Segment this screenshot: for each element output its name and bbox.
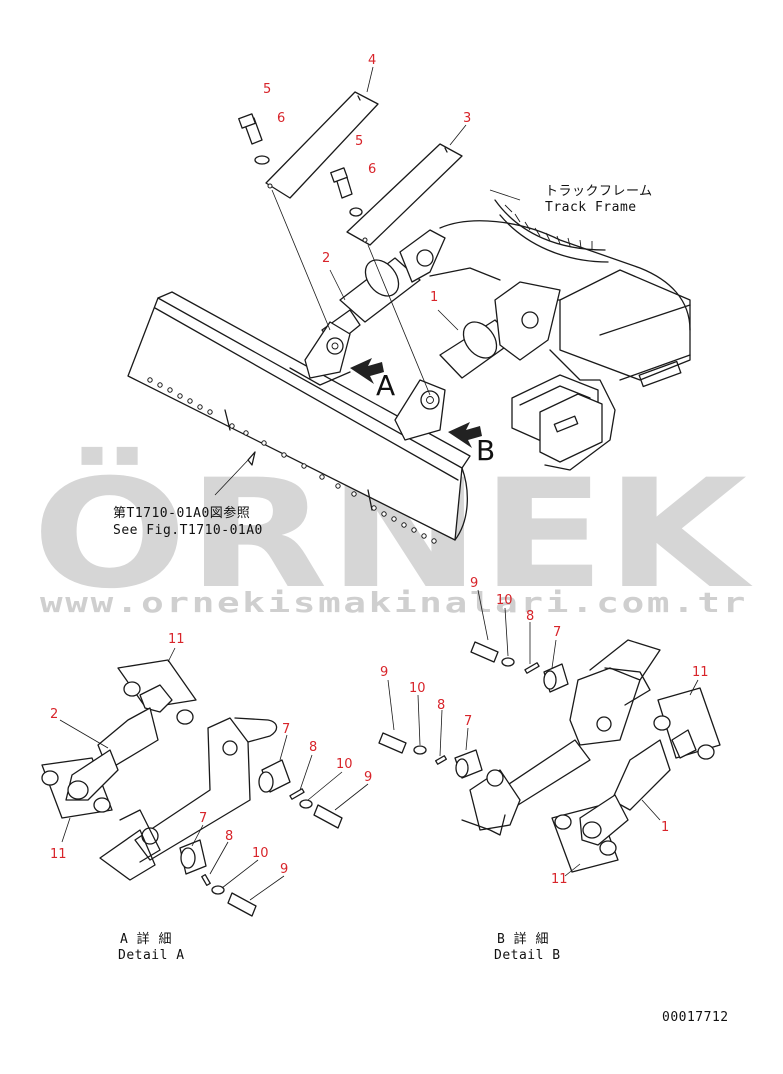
detail-a-caption-en: Detail A (118, 948, 185, 963)
callout-a-10-lower: 10 (252, 846, 269, 861)
callout-b-10-lower: 10 (409, 681, 426, 696)
leader-lines-main (214, 66, 521, 496)
callout-a-8-upper: 8 (309, 740, 317, 755)
callout-b-7-lower: 7 (464, 714, 472, 729)
detail-b: 9 10 8 7 9 10 8 7 11 1 11 B 詳 細 Detail B (378, 576, 721, 963)
callout-a-9-upper: 9 (364, 770, 372, 785)
callout-3: 3 (463, 111, 471, 126)
cover-plates (265, 91, 463, 246)
dozer-blade (127, 291, 471, 544)
callout-a-7-lower: 7 (199, 811, 207, 826)
lift-cylinder-right (394, 267, 561, 441)
callout-a-9-lower: 9 (280, 862, 288, 877)
track-frame-label-en: Track Frame (545, 200, 637, 215)
callout-5a: 5 (263, 82, 271, 97)
callout-1: 1 (430, 290, 438, 305)
callout-b-11-bottom: 11 (551, 872, 568, 887)
detail-a: 11 2 11 7 8 10 9 7 8 10 9 A 詳 細 Detail A (41, 632, 372, 963)
main-assembly: A B 4 5 6 3 5 6 2 1 トラックフレーム Track Frame… (113, 53, 691, 544)
callout-a-2: 2 (50, 707, 58, 722)
drawing-number: 00017712 (662, 1010, 729, 1025)
callout-a-11-bottom: 11 (50, 847, 67, 862)
callout-b-8-lower: 8 (437, 698, 445, 713)
view-arrow-b: B (448, 422, 495, 467)
callout-a-10-upper: 10 (336, 757, 353, 772)
arrow-a-label: A (376, 369, 395, 402)
bolts-and-washers-main (238, 113, 363, 217)
see-fig-label-jp: 第T1710-01A0図参照 (113, 505, 250, 521)
callout-b-9-lower: 9 (380, 665, 388, 680)
callout-b-8-upper: 8 (526, 609, 534, 624)
callout-b-1: 1 (661, 820, 669, 835)
callout-b-11-top: 11 (692, 665, 709, 680)
watermark-url: www.ornekismakinalari.com.tr (40, 586, 748, 619)
blade-holes (147, 377, 437, 544)
callout-b-7-upper: 7 (553, 625, 561, 640)
callout-a-11-top: 11 (168, 632, 185, 647)
callout-a-8-lower: 8 (225, 829, 233, 844)
view-arrow-a: A (350, 358, 395, 402)
callout-b-10-upper: 10 (496, 593, 513, 608)
detail-a-caption-jp: A 詳 細 (120, 931, 172, 947)
callout-6b: 6 (368, 162, 376, 177)
track-frame (439, 199, 691, 471)
callout-6a: 6 (277, 111, 285, 126)
callout-4: 4 (368, 53, 376, 68)
track-frame-label-jp: トラックフレーム (545, 184, 653, 199)
callout-b-9-upper: 9 (470, 576, 478, 591)
detail-b-caption-en: Detail B (494, 948, 561, 963)
callout-5b: 5 (355, 134, 363, 149)
detail-b-caption-jp: B 詳 細 (497, 931, 549, 947)
callout-a-7-upper: 7 (282, 722, 290, 737)
see-fig-label-en: See Fig.T1710-01A0 (113, 523, 263, 538)
callout-2: 2 (322, 251, 330, 266)
lift-cylinder-left (289, 229, 446, 386)
arrow-b-label: B (476, 434, 495, 467)
